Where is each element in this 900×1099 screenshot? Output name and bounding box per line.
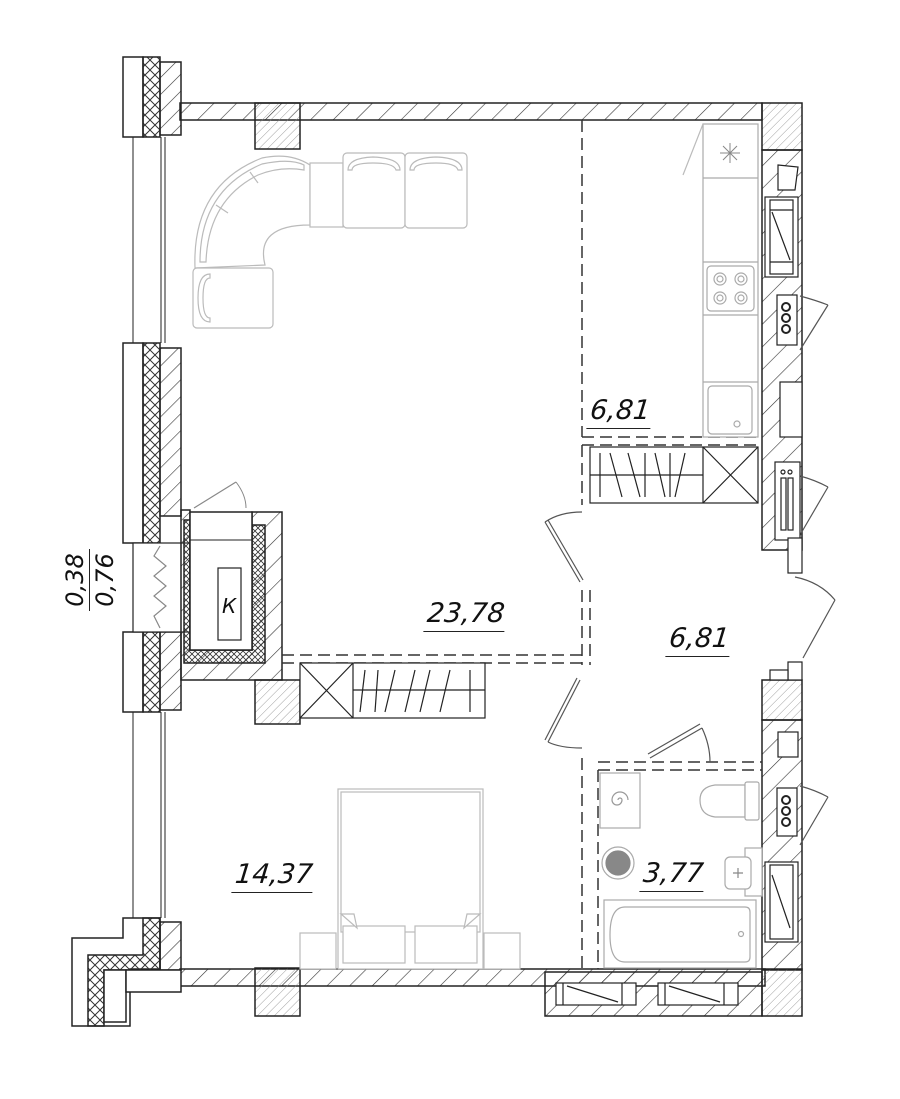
sink-icon [707, 385, 753, 435]
balcony-area-numerator: 0,38 [61, 549, 90, 611]
living-room-area-label: 23,78 [423, 598, 508, 632]
balcony-area-fraction: 0,38 0,76 [50, 540, 130, 620]
corner-sofa [192, 152, 468, 329]
doors [544, 295, 836, 846]
right-wall-equipment [764, 164, 803, 943]
floor-drain-icon [601, 846, 635, 880]
bed [337, 788, 484, 970]
kitchen-area-label: 6,81 [586, 395, 654, 429]
utility-closet [180, 481, 283, 681]
bottom-wall-equipment [555, 982, 739, 1006]
nightstands [299, 932, 521, 970]
bathtub-icon [603, 899, 757, 969]
toilet-icon [699, 781, 760, 821]
wardrobe-living [299, 662, 486, 719]
bedroom-area-label: 14,37 [231, 859, 316, 893]
stove-icon [706, 265, 755, 312]
washbasin-icon [724, 847, 763, 897]
left-facade [71, 56, 182, 1027]
wardrobe-kitchen [589, 446, 759, 504]
kitchen-counter [682, 123, 759, 438]
hallway-area-label: 6,81 [665, 623, 733, 657]
washing-machine-icon [599, 772, 641, 829]
columns [254, 102, 301, 1017]
closet-label: К [222, 594, 237, 618]
balcony-area-denominator: 0,76 [91, 553, 119, 607]
bathroom-area-label: 3,77 [639, 858, 707, 892]
bathroom-fixtures [599, 772, 763, 969]
fridge-icon [720, 143, 740, 163]
